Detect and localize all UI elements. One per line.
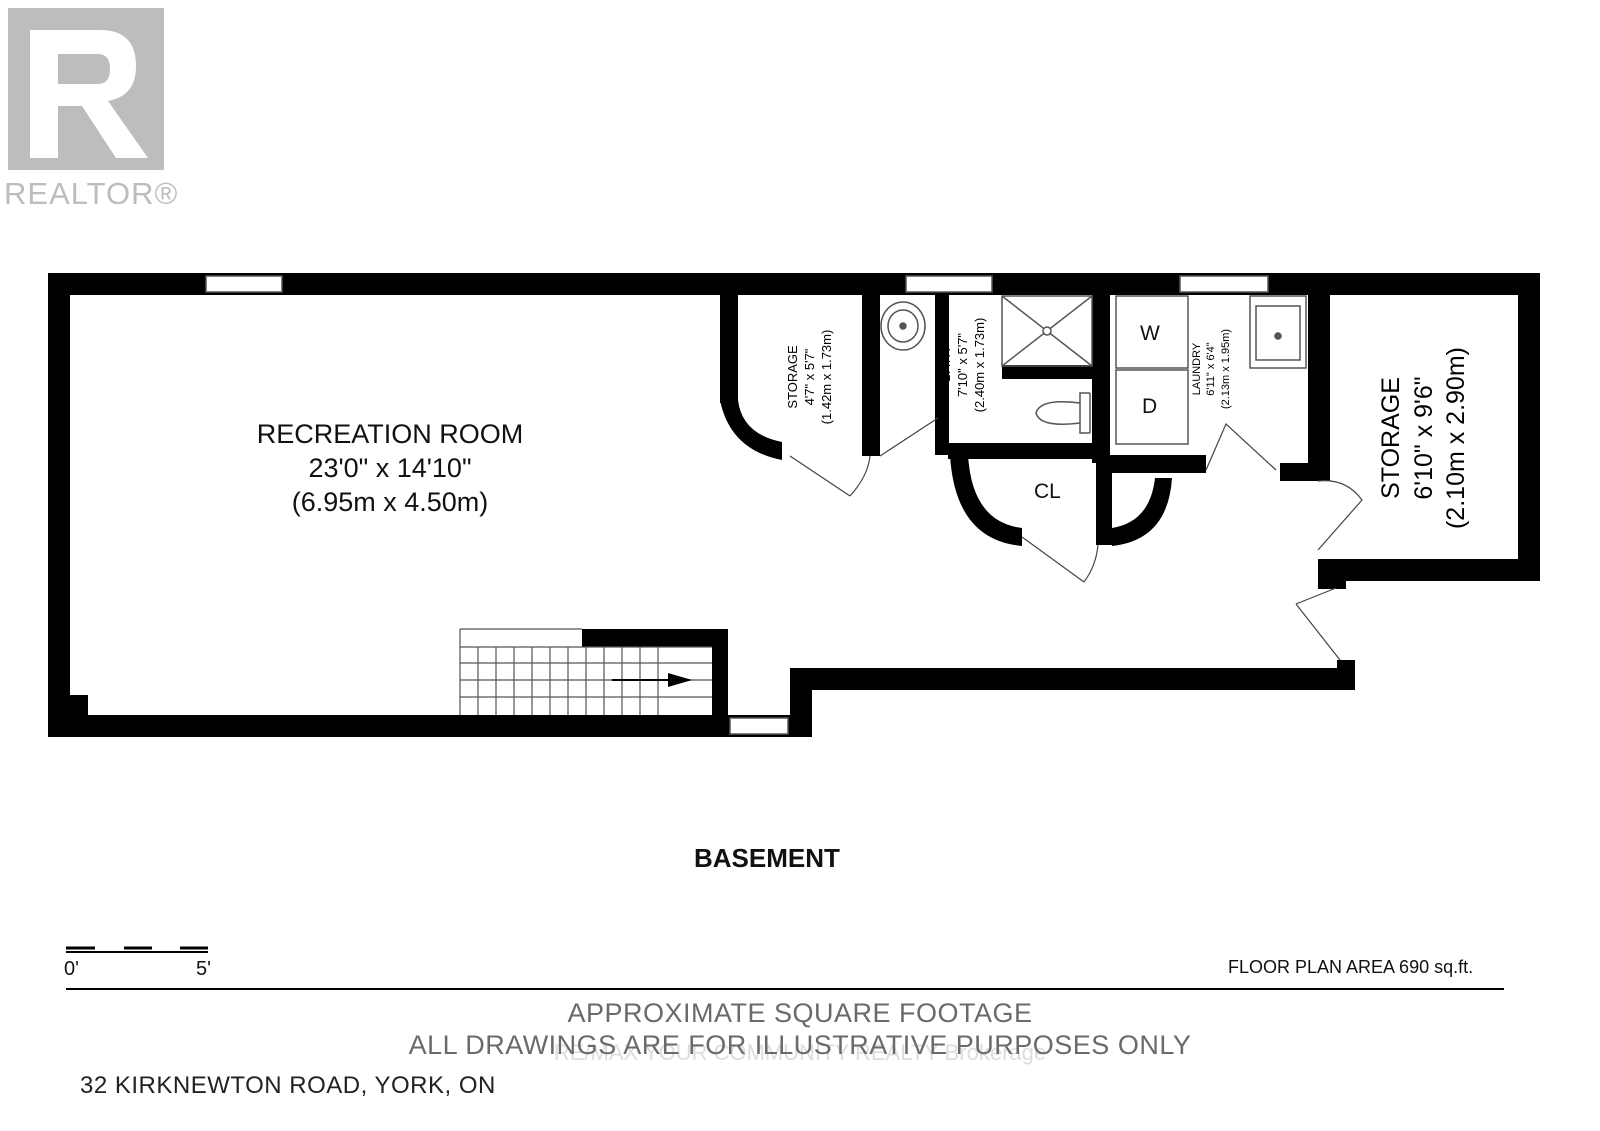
scale-start-label: 0'	[64, 958, 79, 980]
room-storage-small: STORAGE 4'7" x 5'7" (1.42m x 1.73m)	[785, 302, 835, 452]
room-bath-dim-imperial: 7'10" x 5'7"	[954, 332, 970, 398]
scale-end-label: 5'	[196, 958, 211, 980]
wall-stair-top	[582, 629, 728, 647]
label-dryer: D	[1142, 395, 1158, 418]
window-bath	[905, 275, 993, 293]
wall-storage-small-left	[720, 273, 738, 403]
wall-storage-bottom	[1318, 559, 1540, 581]
wall-storage-small-right	[862, 273, 880, 456]
room-storage-small-name: STORAGE	[785, 345, 800, 409]
wall-bath-left	[935, 273, 949, 455]
washer-icon	[1115, 295, 1189, 369]
room-bath-dim-metric: (2.40m x 1.73m)	[971, 317, 987, 413]
room-laundry: LAUNDRY 6'11" x 6'4" (2.13m x 1.95m)	[1190, 304, 1236, 434]
door-bath	[879, 417, 939, 457]
bath-sink-icon	[880, 301, 926, 351]
floor-area: FLOOR PLAN AREA 690 sq.ft.	[1228, 957, 1474, 977]
wall-bottom-right-end	[1337, 660, 1355, 690]
door-hall	[1295, 587, 1341, 661]
shower-icon	[1001, 295, 1093, 367]
realtor-logo-word: REALTOR®	[4, 176, 179, 211]
room-bath: BATH 7'10" x 5'7" (2.40m x 1.73m)	[938, 290, 988, 440]
wall-storage-small-curve	[720, 400, 782, 460]
door-storage-large	[1317, 480, 1363, 551]
footer-line-2: ALL DRAWINGS ARE FOR ILLUSTRATIVE PURPOS…	[408, 1030, 1192, 1060]
room-storage-large: STORAGE 6'10" x 9'6" (2.10m x 2.90m)	[1375, 328, 1475, 548]
room-recreation-dim-imperial: 23'0" x 14'10"	[308, 452, 472, 483]
door-closet	[1021, 536, 1099, 583]
room-laundry-dim-imperial: 6'11" x 6'4"	[1205, 342, 1218, 396]
wall-bath-bottom	[948, 443, 1106, 459]
windows	[205, 275, 1269, 735]
room-storage-small-dim-imperial: 4'7" x 5'7"	[801, 348, 817, 406]
stairs	[459, 628, 712, 715]
wall-corner-left-jamb	[70, 695, 88, 715]
room-recreation-dim-metric: (6.95m x 4.50m)	[291, 486, 489, 517]
wall-storage-left-jamb	[1280, 463, 1330, 481]
wall-left	[48, 273, 70, 737]
label-washer: W	[1140, 322, 1160, 345]
floor-name: BASEMENT	[694, 843, 840, 873]
room-bath-name: BATH	[938, 348, 953, 382]
wall-top	[48, 273, 1540, 295]
room-storage-large-name: STORAGE	[1377, 377, 1405, 499]
room-recreation: RECREATION ROOM 23'0" x 14'10" (6.95m x …	[240, 418, 540, 519]
wall-closet-right	[1096, 455, 1112, 545]
laundry-sink-icon	[1249, 295, 1307, 369]
wall-bath-right	[1092, 273, 1110, 463]
window-recreation	[205, 275, 283, 293]
fixtures	[880, 295, 1307, 445]
room-laundry-dim-metric: (2.13m x 1.95m)	[1219, 328, 1232, 410]
room-storage-large-dim-metric: (2.10m x 2.90m)	[1442, 347, 1470, 530]
room-laundry-name: LAUNDRY	[1191, 342, 1203, 396]
room-storage-large-dim-imperial: 6'10" x 9'6"	[1409, 376, 1438, 500]
door-storage-small	[789, 455, 871, 497]
wall-right	[1518, 273, 1540, 581]
toilet-icon	[1035, 392, 1091, 434]
stair-arrow-icon	[668, 673, 692, 687]
scale-bar	[66, 946, 208, 953]
wall-storage-left	[1308, 273, 1330, 481]
window-bottom	[729, 717, 789, 735]
property-address: 32 KIRKNEWTON ROAD, YORK, ON	[80, 1072, 496, 1099]
wall-storage-bottom-jamb	[1318, 559, 1346, 589]
dryer-icon	[1115, 369, 1189, 445]
wall-bath-shower-bottom	[1002, 365, 1102, 379]
brokerage-watermark: RE/MAX YOUR COMMUNITY REALTY Brokerage	[553, 1040, 1047, 1065]
room-closet: CL	[1034, 480, 1061, 503]
footer-line-1: APPROXIMATE SQUARE FOOTAGE	[567, 998, 1033, 1028]
window-laundry	[1179, 275, 1269, 293]
wall-closet-curve	[950, 455, 1022, 546]
wall-bottom-right	[790, 668, 1355, 690]
door-laundry	[1205, 422, 1277, 471]
realtor-logo-icon	[8, 8, 164, 170]
walls	[48, 273, 1540, 737]
room-recreation-name: RECREATION ROOM	[256, 419, 524, 449]
wall-bottom-left	[48, 715, 810, 737]
room-storage-small-dim-metric: (1.42m x 1.73m)	[818, 329, 834, 425]
wall-laundry-curve	[1112, 478, 1172, 546]
wall-laundry-bottom	[1096, 455, 1206, 473]
wall-stair-right	[712, 629, 728, 737]
doors	[789, 417, 1363, 661]
